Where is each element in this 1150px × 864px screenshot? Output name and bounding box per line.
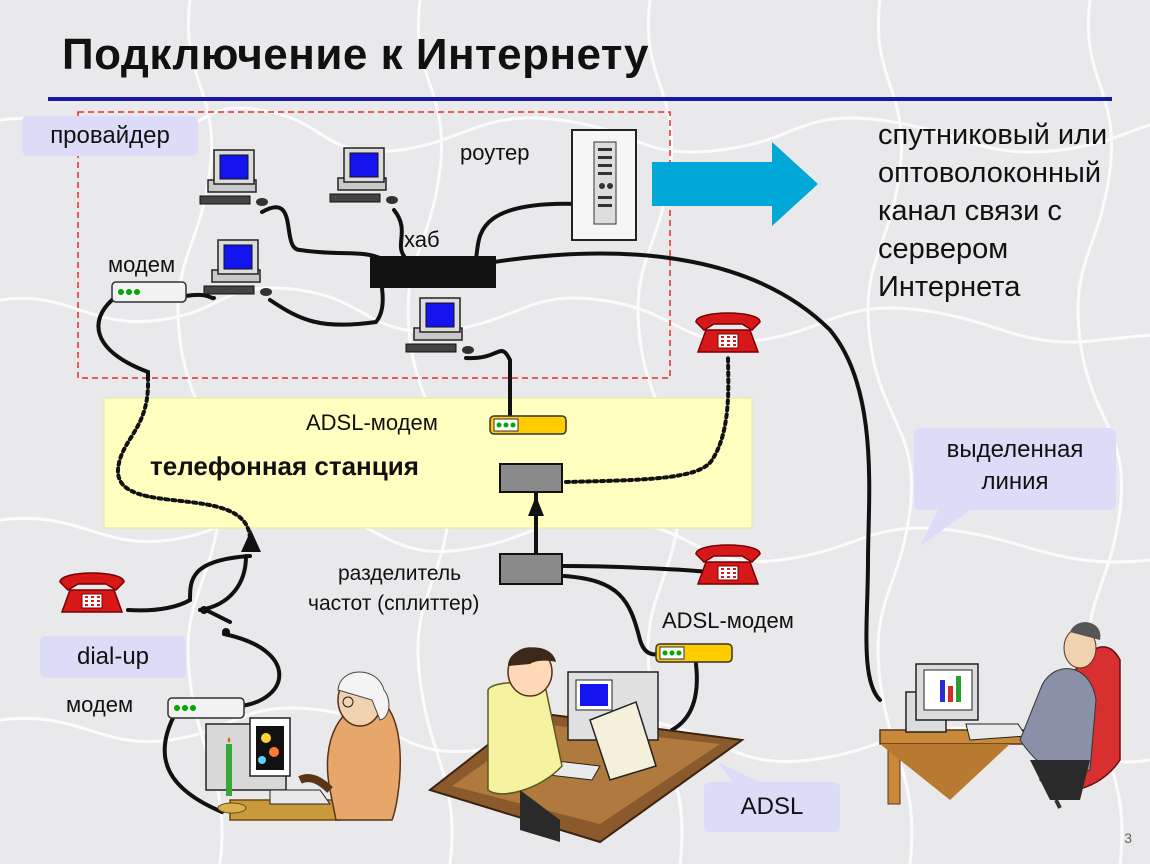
dedicated-user-scene xyxy=(879,622,1121,809)
slide-number: 3 xyxy=(1124,830,1132,846)
provider-modem-label: модем xyxy=(108,252,176,277)
home-modem-label: модем xyxy=(66,692,134,717)
station-label: телефонная станция xyxy=(150,451,419,481)
channel-arrow xyxy=(652,142,818,226)
home-splitter xyxy=(499,553,563,585)
hub xyxy=(370,256,496,288)
arrow-splitter-up xyxy=(528,496,544,516)
dialup-user-scene xyxy=(205,671,401,821)
provider-region xyxy=(77,111,671,379)
home-adsl-modem xyxy=(655,643,733,663)
station-adsl-modem xyxy=(489,415,567,435)
home-adsl-modem-label: ADSL-модем xyxy=(662,608,794,633)
page-title: Подключение к Интернету xyxy=(62,30,650,79)
router xyxy=(571,129,637,241)
dialup-label: dial-up xyxy=(40,636,186,678)
arrow-to-station xyxy=(241,530,261,552)
station-splitter xyxy=(499,463,563,493)
channel-description: спутниковый или оптоволоконный канал свя… xyxy=(878,119,1108,303)
splitter-label-line1: разделитель xyxy=(338,562,462,585)
adsl-user-scene xyxy=(427,647,745,844)
station-region xyxy=(103,397,753,529)
home-dialup-modem xyxy=(167,697,245,719)
dedicated-line-callout: выделенная линия xyxy=(914,428,1116,510)
splitter-label-line2: частот (сплиттер) xyxy=(308,592,480,615)
station-adsl-modem-label: ADSL-модем xyxy=(306,410,438,435)
adsl-label: ADSL xyxy=(704,782,840,832)
provider-modem xyxy=(111,281,187,303)
provider-label: провайдер xyxy=(22,116,198,156)
router-label: роутер xyxy=(460,140,530,165)
hub-label: хаб xyxy=(404,227,440,252)
title-rule xyxy=(48,97,1112,101)
